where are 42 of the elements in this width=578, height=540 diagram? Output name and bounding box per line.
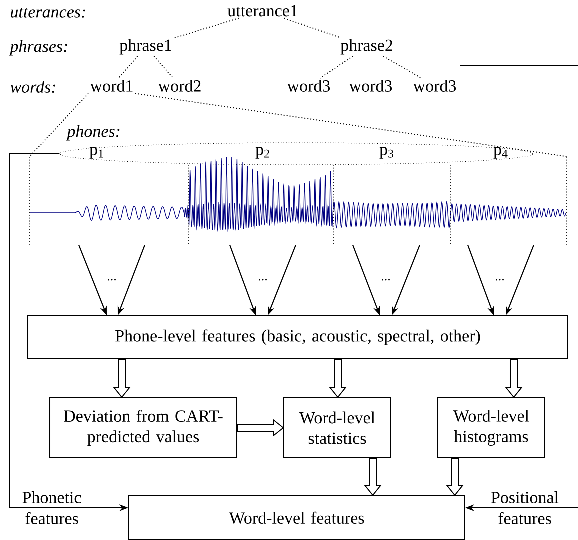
tree-label: word1 [90,80,133,92]
block-arrow [364,458,382,496]
block-arrow [446,458,464,496]
tree-label: word2 [158,80,201,92]
dotted-line [174,18,240,39]
dotted-line [29,93,90,158]
heading: phones: [66,125,120,141]
edge-label: Positional features [491,492,559,524]
level-label: phrases: [9,40,68,56]
edge-label: Phonetic features [22,492,82,524]
phone-label: p$_{4}$ [494,147,508,159]
level-label: words: [10,80,56,93]
ellipsis: ... [259,279,268,281]
tree-label: phrase1 [120,39,172,55]
output-box: Word-level features [128,496,466,540]
block-arrow [328,359,348,398]
ellipsis: ... [108,279,116,281]
dotted-line [320,56,354,79]
process-box: Word-level histograms [438,398,546,458]
phone-label: p$_{1}$ [90,147,104,159]
dotted-line [118,56,138,79]
tree-label: word3 [349,80,392,92]
process-box: Deviation from CART-predicted values [50,398,238,458]
dotted-line [134,93,568,158]
level-label: utterances: [11,8,86,18]
block-arrow [237,418,284,438]
block-arrow [112,359,132,398]
ellipsis: ... [496,279,504,281]
tree-label: word3 [287,80,330,92]
phones-ellipse [60,142,534,166]
phone-label: p$_{3}$ [380,147,394,159]
ellipsis: ... [382,279,390,281]
dotted-line [382,56,422,79]
process-box: Phone-level features (basic, acoustic, spectral, other) [28,316,568,360]
dotted-line [284,18,340,38]
tree-label: utterance1 [228,5,298,17]
tree-label: word3 [413,80,456,92]
block-arrow [504,359,524,398]
phone-label: p$_{2}$ [256,147,270,159]
tree-label: phrase2 [340,39,392,55]
process-box: Word-level statistics [284,398,392,458]
dotted-line [154,56,174,79]
